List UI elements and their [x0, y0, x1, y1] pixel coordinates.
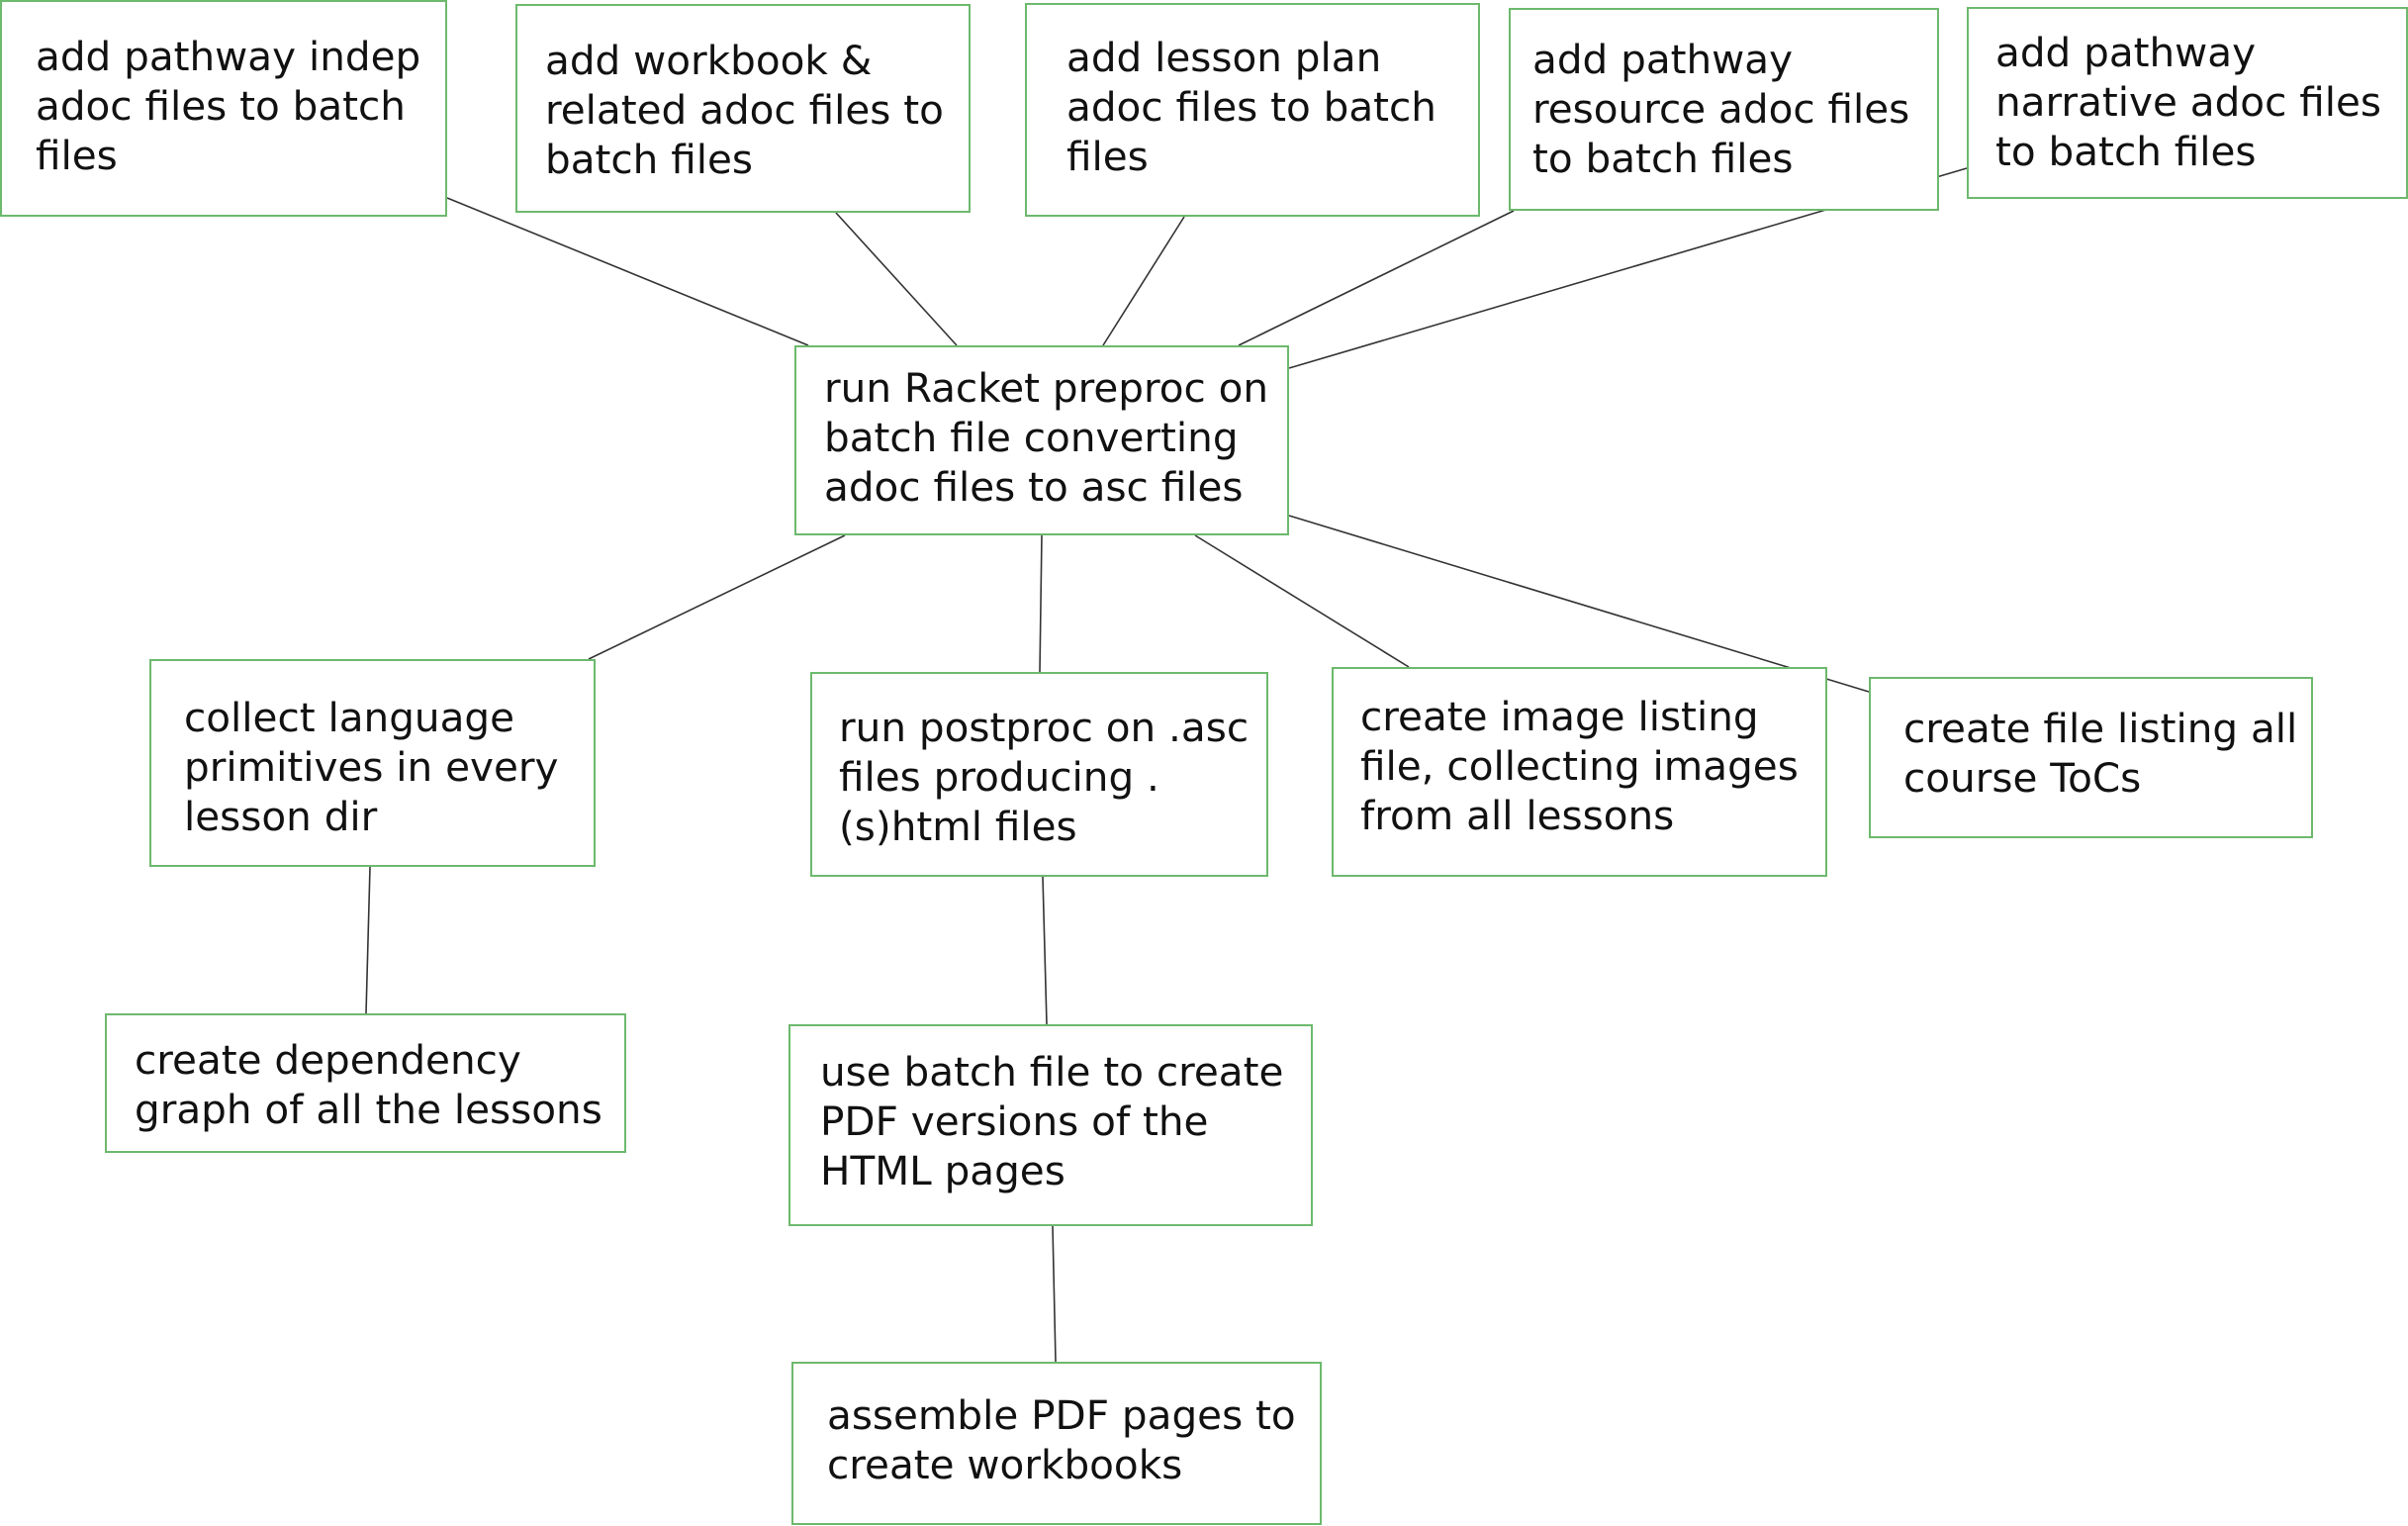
- edge-racket-postproc: [1039, 534, 1043, 673]
- node-add-pathway-indep: add pathway indep adoc files to batch fi…: [0, 0, 447, 217]
- edge-workbook-racket: [835, 212, 958, 346]
- edge-postproc-pdf: [1042, 876, 1048, 1025]
- node-assemble-workbooks: assemble PDF pages to create workbooks: [791, 1362, 1322, 1525]
- node-create-image-listing: create image listing file, collecting im…: [1332, 667, 1827, 877]
- node-add-pathway-narrative: add pathway narrative adoc files to batc…: [1967, 7, 2408, 199]
- node-run-racket-preproc: run Racket preproc on batch file convert…: [794, 345, 1289, 535]
- edge-indep-racket: [446, 197, 809, 346]
- node-add-pathway-resource: add pathway resource adoc files to batch…: [1509, 8, 1939, 211]
- edge-racket-images: [1194, 534, 1410, 668]
- edge-resource-racket: [1238, 210, 1515, 346]
- node-collect-primitives: collect language primitives in every les…: [149, 659, 596, 867]
- edge-lesson-racket: [1102, 216, 1185, 346]
- node-create-dependency-graph: create dependency graph of all the lesso…: [105, 1013, 626, 1153]
- edge-pdf-assemble: [1052, 1225, 1057, 1363]
- node-create-pdf-versions: use batch file to create PDF versions of…: [788, 1024, 1313, 1226]
- node-run-postproc: run postproc on .asc files producing . (…: [810, 672, 1268, 877]
- node-create-toc-listing: create file listing all course ToCs: [1869, 677, 2313, 838]
- node-add-workbook-files: add workbook & related adoc files to bat…: [515, 4, 971, 213]
- edge-primitives-depgraph: [365, 866, 371, 1014]
- node-add-lesson-plan: add lesson plan adoc files to batch file…: [1025, 3, 1480, 217]
- edge-racket-primitives: [588, 534, 846, 660]
- edge-racket-tocs: [1288, 515, 1870, 693]
